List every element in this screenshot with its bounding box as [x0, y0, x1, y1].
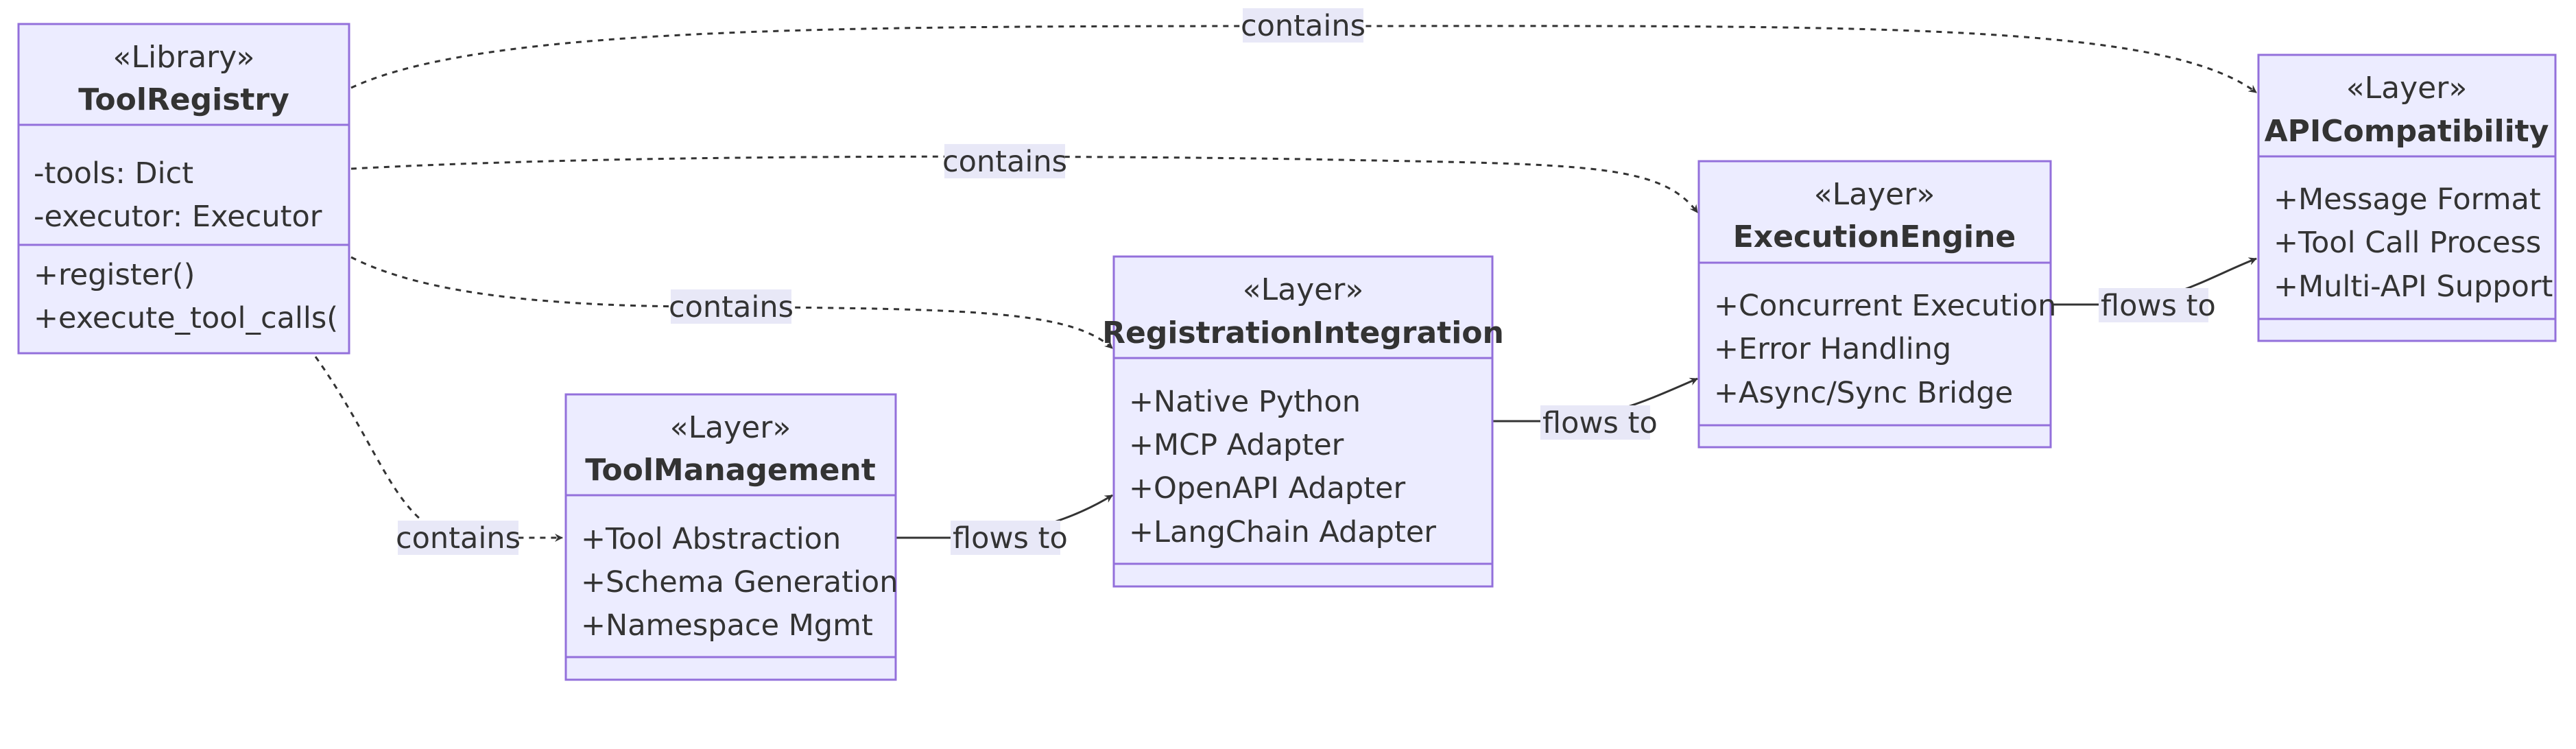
- class-attribute: +OpenAPI Adapter: [1129, 471, 1405, 506]
- class-stereotype: «Library»: [113, 40, 255, 75]
- svg-text:flows to: flows to: [1542, 406, 1658, 440]
- class-node-toolregistry: «Library» ToolRegistry -tools: Dict -exe…: [17, 23, 350, 355]
- class-attribute: +Error Handling: [1714, 332, 1951, 366]
- edge-label-contains-api: contains: [1241, 8, 1365, 43]
- edge-label-flows-tm-ri: flows to: [951, 521, 1068, 556]
- svg-text:contains: contains: [669, 290, 794, 324]
- svg-text:contains: contains: [942, 145, 1067, 179]
- class-method: +execute_tool_calls(): [34, 301, 350, 335]
- class-name: ExecutionEngine: [1733, 219, 2016, 254]
- svg-text:flows to: flows to: [2101, 289, 2216, 323]
- class-attribute: -executor: Executor: [34, 200, 322, 234]
- class-name: ToolRegistry: [78, 82, 289, 117]
- svg-text:flows to: flows to: [953, 521, 1068, 556]
- class-attribute: +Message Format: [2274, 182, 2541, 217]
- edge-label-contains-exec: contains: [942, 144, 1067, 179]
- class-name: RegistrationIntegration: [1102, 316, 1504, 350]
- class-attribute: +Concurrent Execution: [1714, 289, 2056, 323]
- class-attribute: +Tool Call Process: [2274, 226, 2541, 260]
- svg-text:contains: contains: [1241, 9, 1365, 43]
- class-name: APICompatibility: [2265, 114, 2549, 149]
- class-attribute: -tools: Dict: [34, 156, 193, 191]
- class-method: +register(): [34, 258, 195, 292]
- edge-contains-toolmanagement: [314, 356, 563, 542]
- class-node-apicompatibility: «Layer» APICompatibility +Message Format…: [2257, 54, 2557, 342]
- edge-contains-executionengine: [350, 155, 1699, 213]
- class-attribute: +Async/Sync Bridge: [1714, 376, 2013, 410]
- class-stereotype: «Layer»: [1814, 177, 1935, 212]
- class-node-executionengine: «Layer» ExecutionEngine +Concurrent Exec…: [1697, 160, 2056, 449]
- class-node-toolmanagement: «Layer» ToolManagement +Tool Abstraction…: [564, 393, 898, 681]
- class-attribute: +Multi-API Support: [2274, 270, 2553, 304]
- svg-text:contains: contains: [396, 521, 521, 556]
- class-attribute: +Tool Abstraction: [581, 522, 841, 556]
- edge-label-flows-ri-ee: flows to: [1540, 405, 1658, 440]
- edge-label-contains-tool: contains: [396, 521, 521, 556]
- class-attribute: +Native Python: [1129, 385, 1361, 419]
- class-name: ToolManagement: [585, 453, 876, 488]
- class-attribute: +Schema Generation: [581, 565, 898, 599]
- class-stereotype: «Layer»: [1243, 272, 1364, 307]
- class-attribute: +Namespace Mgmt: [581, 608, 873, 643]
- edge-label-flows-ee-api: flows to: [2099, 288, 2216, 323]
- class-node-registrationintegration: «Layer» RegistrationIntegration +Native …: [1102, 255, 1504, 588]
- class-attribute: +LangChain Adapter: [1129, 515, 1436, 549]
- edge-label-contains-reg: contains: [669, 289, 794, 324]
- class-stereotype: «Layer»: [670, 410, 791, 445]
- class-stereotype: «Layer»: [2346, 71, 2468, 106]
- class-attribute: +MCP Adapter: [1129, 428, 1344, 462]
